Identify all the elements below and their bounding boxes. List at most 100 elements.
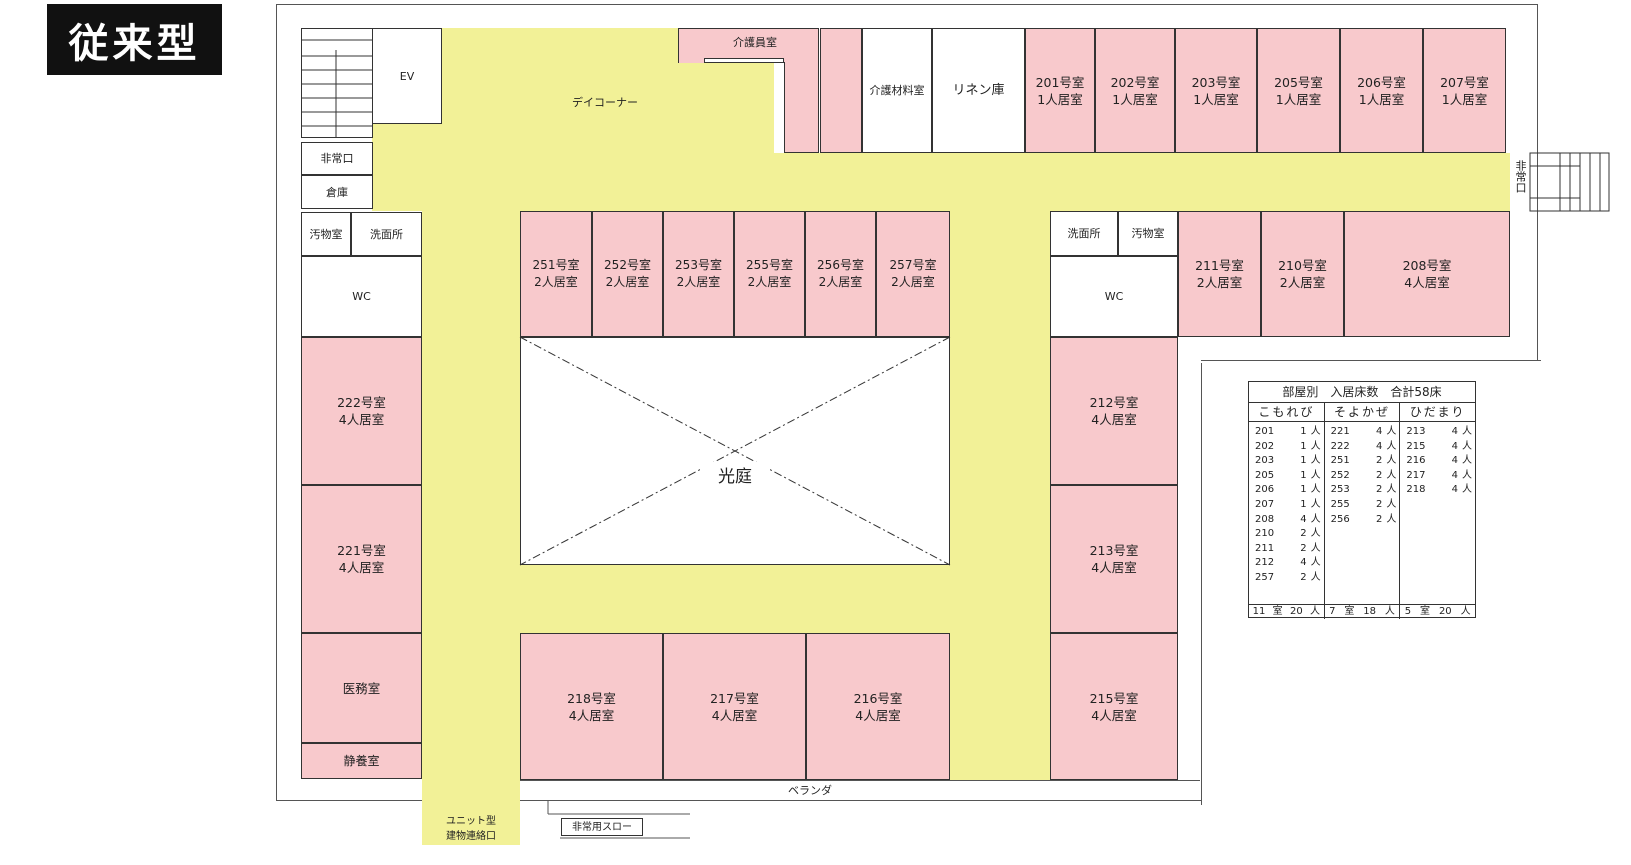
rest-room: 静養室 bbox=[301, 743, 422, 779]
row-unit: 人 bbox=[1386, 455, 1397, 467]
row-unit: 人 bbox=[1386, 426, 1397, 437]
corridor-right bbox=[950, 153, 1050, 780]
row-count: 4 bbox=[1300, 513, 1307, 525]
row-count: 1 bbox=[1300, 484, 1307, 496]
row-count: 2 bbox=[1375, 484, 1383, 496]
row-unit: 人 bbox=[1386, 469, 1397, 481]
row-unit: 人 bbox=[1310, 571, 1321, 583]
row-count: 1 bbox=[1300, 469, 1307, 481]
row-count: 2 bbox=[1375, 498, 1383, 510]
linen-storage: リネン庫 bbox=[932, 28, 1025, 153]
row-room: 202 bbox=[1255, 440, 1275, 452]
care-staff-room-leg bbox=[784, 62, 819, 153]
row-unit: 人 bbox=[1310, 469, 1321, 481]
row-count: 4 bbox=[1451, 484, 1459, 496]
emergency-exit-left: 非常口 bbox=[301, 142, 373, 175]
row-unit: 人 bbox=[1386, 498, 1397, 510]
row-unit: 人 bbox=[1310, 557, 1321, 569]
soiled-utility-right: 汚物室 bbox=[1118, 211, 1178, 256]
total-people: 20 bbox=[1289, 606, 1303, 617]
row-room: 201 bbox=[1255, 426, 1275, 437]
row-count: 1 bbox=[1300, 498, 1307, 510]
capacity-table-title: 部屋別 入居床数 合計58床 bbox=[1249, 382, 1475, 403]
soiled-utility-left: 汚物室 bbox=[301, 212, 351, 256]
unit-connection-label-2: 建物連絡口 bbox=[446, 831, 496, 842]
row-count: 2 bbox=[1375, 513, 1383, 525]
people-word: 人 bbox=[1384, 606, 1395, 617]
floor-type-badge: 従来型 bbox=[47, 4, 222, 75]
total-rooms: 5 bbox=[1404, 606, 1412, 617]
care-staff-wall bbox=[704, 58, 784, 63]
storage-room: 倉庫 bbox=[301, 175, 373, 209]
row-room: 255 bbox=[1330, 498, 1350, 510]
building-outline-cover bbox=[1200, 361, 1541, 363]
row-count: 4 bbox=[1375, 440, 1383, 452]
stairwell-left bbox=[301, 28, 373, 138]
total-rooms: 7 bbox=[1329, 606, 1336, 617]
veranda-line bbox=[520, 780, 1200, 781]
courtyard-label: 光庭 bbox=[700, 462, 770, 487]
row-unit: 人 bbox=[1310, 455, 1321, 467]
total-people: 20 bbox=[1438, 606, 1452, 617]
row-room: 251 bbox=[1330, 455, 1350, 467]
row-unit: 人 bbox=[1310, 484, 1321, 496]
washroom-right: 洗面所 bbox=[1050, 211, 1118, 256]
row-unit: 人 bbox=[1462, 426, 1473, 437]
row-room: 205 bbox=[1255, 469, 1275, 481]
row-unit: 人 bbox=[1310, 440, 1321, 452]
corridor-top bbox=[372, 153, 1510, 211]
unit-name: ひだまり bbox=[1400, 403, 1476, 422]
row-unit: 人 bbox=[1462, 440, 1473, 452]
total-people: 18 bbox=[1363, 606, 1376, 617]
row-count: 4 bbox=[1451, 469, 1459, 481]
row-count: 2 bbox=[1375, 455, 1383, 467]
row-room: 221 bbox=[1330, 426, 1350, 437]
row-room: 215 bbox=[1406, 440, 1426, 452]
row-room: 222 bbox=[1330, 440, 1350, 452]
row-unit: 人 bbox=[1310, 498, 1321, 510]
room-word: 室 bbox=[1344, 606, 1355, 617]
row-room: 210 bbox=[1255, 528, 1275, 540]
row-room: 257 bbox=[1255, 571, 1275, 583]
veranda-label: ベランダ bbox=[788, 784, 832, 797]
elevator: EV bbox=[372, 28, 442, 124]
